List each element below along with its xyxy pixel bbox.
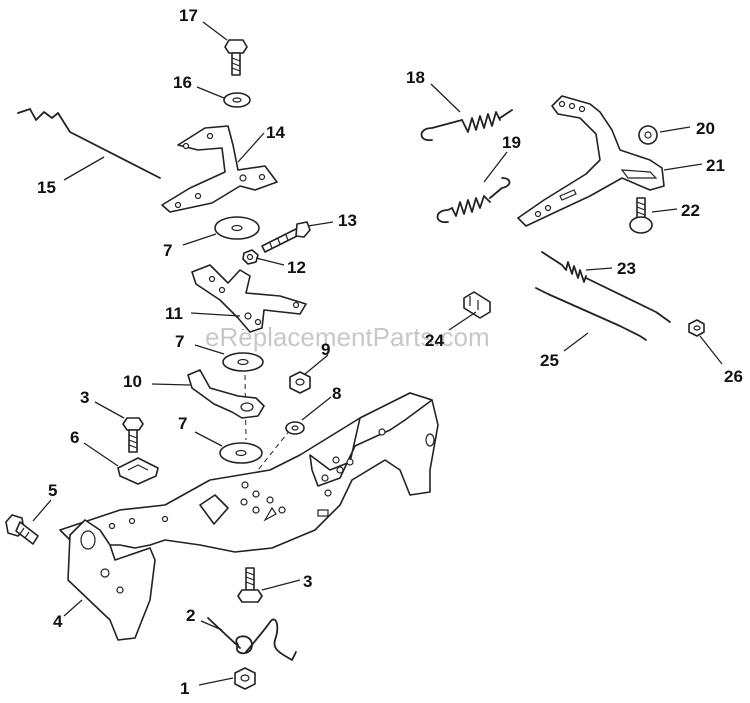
- part-20-knob: [638, 125, 658, 145]
- callout-11: 11: [165, 304, 183, 323]
- callout-8: 8: [332, 384, 341, 403]
- callout-26: 26: [724, 367, 743, 386]
- callout-19: 19: [502, 133, 521, 152]
- callout-13: 13: [338, 211, 357, 230]
- part-23-spring-rod: [541, 251, 671, 323]
- part-11-lever: [191, 264, 307, 333]
- callout-7-top: 7: [163, 241, 172, 260]
- callout-18: 18: [406, 68, 425, 87]
- part-19-spring: [436, 177, 511, 223]
- part-12-nut: [242, 249, 259, 265]
- part-1-nut: [234, 667, 256, 690]
- leader-lines: [32, 21, 723, 686]
- callout-25: 25: [540, 351, 559, 370]
- part-13-screw: [261, 221, 311, 253]
- callout-7-mid: 7: [175, 332, 184, 351]
- callout-22: 22: [681, 201, 700, 220]
- callout-12: 12: [287, 258, 306, 277]
- part-24-clip: [463, 291, 491, 319]
- callout-3-upper: 3: [80, 388, 89, 407]
- callout-15: 15: [37, 178, 56, 197]
- part-4-bracket: [67, 519, 156, 641]
- callout-4: 4: [53, 612, 63, 631]
- callout-3-lower: 3: [303, 572, 312, 591]
- callout-labels: 17 16 14 15 7 13 12 11 7 9 10 8 3 7 6 5 …: [37, 6, 743, 698]
- callout-20: 20: [696, 119, 715, 138]
- part-3-bolt-upper: [122, 417, 144, 453]
- part-2-spring: [207, 617, 297, 661]
- part-15-rod: [17, 108, 161, 179]
- part-16-washer: [223, 92, 251, 108]
- part-6-clip: [117, 457, 159, 485]
- part-8-nut: [285, 421, 305, 435]
- callout-23: 23: [617, 259, 636, 278]
- part-9-nut: [289, 371, 311, 394]
- part-10-arm: [187, 369, 265, 419]
- callout-1: 1: [180, 679, 189, 698]
- part-18-spring: [420, 109, 513, 141]
- callout-5: 5: [48, 481, 57, 500]
- callout-6: 6: [70, 428, 79, 447]
- part-7-washer-top: [214, 216, 260, 240]
- callout-17: 17: [179, 6, 198, 25]
- part-14-bracket: [161, 125, 278, 213]
- callout-24: 24: [425, 331, 444, 350]
- callout-2: 2: [186, 606, 195, 625]
- callout-14: 14: [266, 123, 285, 142]
- part-17-bolt: [224, 39, 248, 76]
- part-main-plate: [59, 392, 439, 553]
- callout-7-bottom: 7: [178, 414, 187, 433]
- callout-16: 16: [173, 73, 192, 92]
- part-7-washer-mid: [222, 352, 264, 372]
- callout-21: 21: [706, 156, 725, 175]
- callout-9: 9: [321, 340, 330, 359]
- part-22-pin: [629, 197, 653, 234]
- part-21-lever: [517, 95, 665, 227]
- part-25-rod: [535, 287, 647, 341]
- part-3-bolt-lower: [237, 567, 263, 603]
- part-5-bolt: [5, 514, 39, 545]
- part-7-washer-bottom: [219, 442, 263, 464]
- callout-10: 10: [123, 372, 142, 391]
- part-26-nut: [688, 319, 705, 337]
